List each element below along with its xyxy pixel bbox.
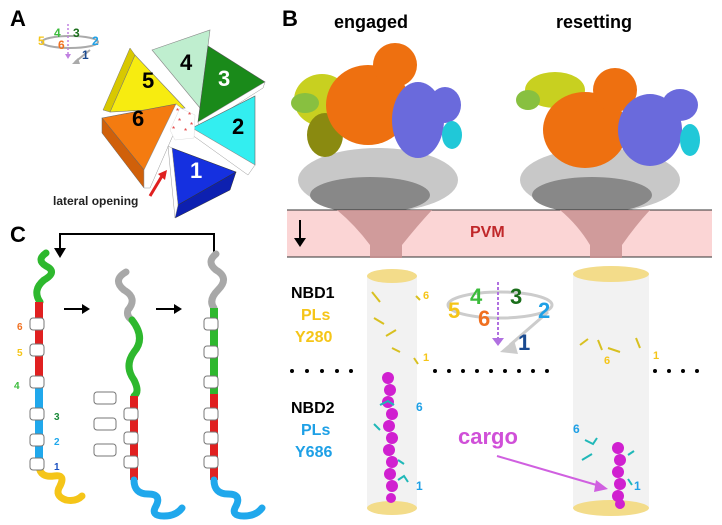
- subunit-label-2: 2: [232, 114, 245, 139]
- engaged-nbd2-label-1: 1: [416, 479, 423, 493]
- membrane-label-pvm: PVM: [470, 224, 505, 241]
- subunit-label-5: 5: [142, 68, 155, 93]
- engaged-nbd1-label-1: 1: [423, 352, 430, 364]
- nbd2-pls: PLs: [301, 422, 331, 439]
- resetting-nbd2-label-1: 1: [634, 479, 641, 493]
- hand-label-1: 1: [54, 462, 60, 473]
- resetting-nbd2-label-6: 6: [573, 422, 580, 436]
- nbd1-title: NBD1: [291, 285, 335, 302]
- hand-label-3: 3: [54, 412, 60, 423]
- state-resetting-title: resetting: [556, 12, 633, 32]
- mini-ring-label-3: 3: [73, 26, 80, 40]
- svg-text:*: *: [176, 107, 179, 116]
- subunit-label-4: 4: [180, 50, 193, 75]
- panel-a-letter: A: [10, 6, 26, 31]
- svg-text:*: *: [184, 127, 187, 136]
- mini-ring-label-5: 5: [38, 34, 45, 48]
- nbd1-pls: PLs: [301, 307, 331, 324]
- mini-ring-label-4: 4: [54, 26, 61, 40]
- svg-text:*: *: [172, 125, 175, 134]
- svg-text:*: *: [190, 121, 193, 130]
- nbd2-title: NBD2: [291, 400, 335, 417]
- engaged-structure: [291, 43, 462, 213]
- nbd1-residue: Y280: [295, 329, 333, 346]
- hand-label-5: 5: [17, 348, 23, 359]
- panel-c-letter: C: [10, 222, 26, 247]
- svg-text:*: *: [188, 111, 191, 120]
- nbd2-residue: Y686: [295, 444, 333, 461]
- subunit-label-1: 1: [190, 158, 203, 183]
- ring-label-4: 4: [470, 284, 483, 309]
- ring-label-6: 6: [478, 306, 491, 331]
- cargo-label: cargo: [458, 424, 518, 449]
- state-engaged-title: engaged: [334, 12, 409, 32]
- engaged-nbd1-label-6: 6: [423, 290, 430, 302]
- resetting-nbd1-label-6: 6: [604, 355, 611, 367]
- resetting-structure: [516, 68, 700, 213]
- panel-b-letter: B: [282, 6, 298, 31]
- engaged-nbd2-label-6: 6: [416, 400, 423, 414]
- subunit-label-3: 3: [218, 66, 231, 91]
- mini-ring-label-1: 1: [82, 48, 89, 62]
- ring-label-2: 2: [538, 298, 551, 323]
- hand-label-4: 4: [14, 381, 20, 392]
- lateral-opening-label: lateral opening: [53, 194, 139, 208]
- mini-ring-label-6: 6: [58, 38, 65, 52]
- resetting-nbd1-label-1: 1: [653, 350, 660, 362]
- ring-label-3: 3: [510, 284, 523, 309]
- mini-ring-label-2: 2: [92, 34, 99, 48]
- ring-label-5: 5: [448, 298, 461, 323]
- subunit-label-6: 6: [132, 106, 145, 131]
- svg-text:*: *: [178, 117, 181, 126]
- ring-label-1: 1: [518, 330, 531, 355]
- hand-label-6: 6: [17, 322, 23, 333]
- hand-label-2: 2: [54, 437, 60, 448]
